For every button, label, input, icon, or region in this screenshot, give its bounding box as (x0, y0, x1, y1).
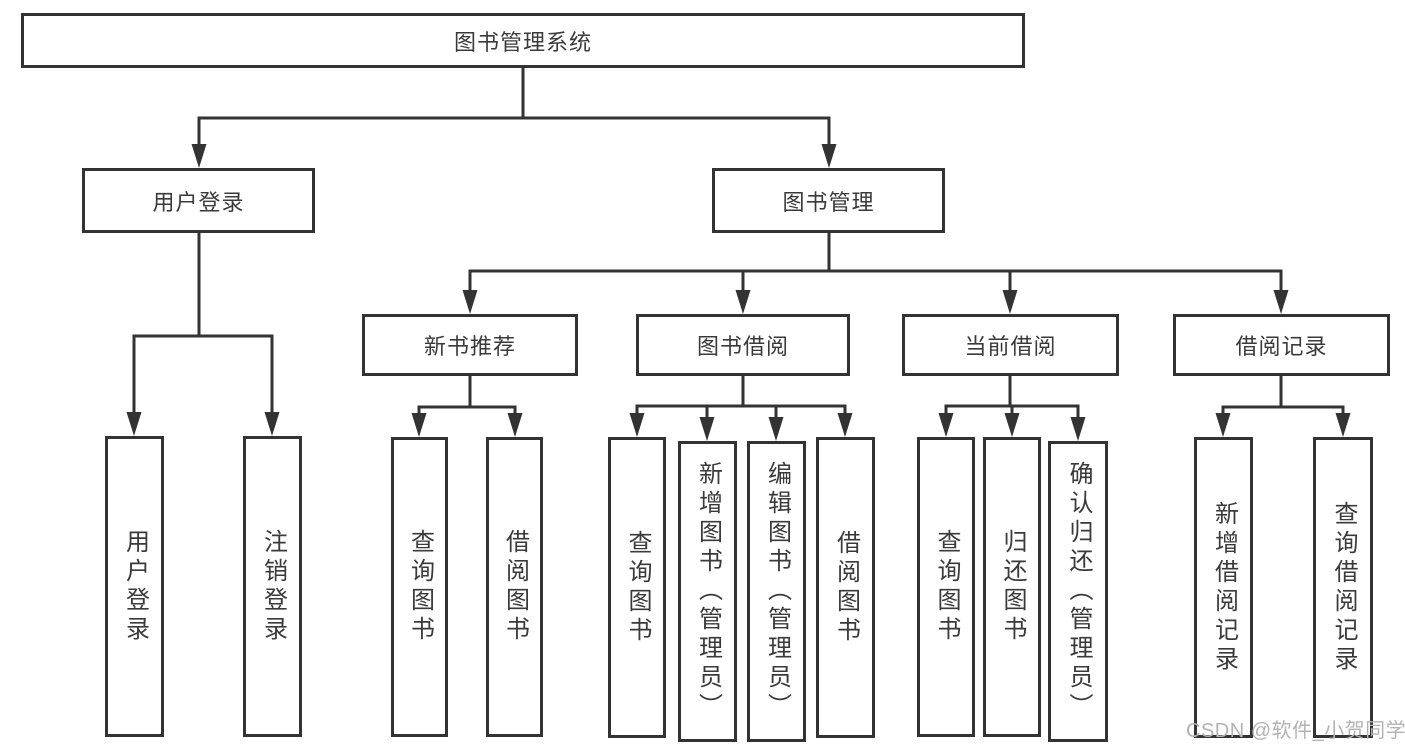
leaf-label: 编辑图书（管理员） (763, 461, 791, 722)
leaf-user-login: 用户登录 (105, 436, 164, 737)
leaf-edit-books-admin: 编辑图书（管理员） (747, 441, 806, 742)
leaf-label: 查询图书 (624, 529, 651, 646)
leaf-return-books: 归还图书 (983, 437, 1041, 737)
leaf-label: 查询图书 (933, 529, 960, 645)
leaf-borrow-books-borrowing: 借阅图书 (816, 437, 875, 738)
node-user-login: 用户登录 (82, 168, 315, 233)
csdn-watermark: CSDN @软件_小贺同学 (1186, 720, 1405, 742)
node-label: 图书管理系统 (453, 29, 592, 55)
node-new-book-recommend: 新书推荐 (362, 314, 578, 376)
node-label: 用户登录 (152, 189, 245, 215)
leaf-logout: 注销登录 (243, 436, 302, 737)
leaf-query-books-recommend: 查询图书 (391, 437, 448, 737)
leaf-label: 借阅图书 (501, 529, 529, 645)
leaf-label: 查询借阅记录 (1330, 500, 1357, 675)
node-label: 借阅记录 (1235, 334, 1328, 359)
leaf-query-borrow-record: 查询借阅记录 (1313, 437, 1373, 738)
node-library-management-system: 图书管理系统 (21, 13, 1025, 68)
leaf-confirm-return-admin: 确认归还（管理员） (1048, 441, 1108, 742)
node-label: 图书借阅 (696, 334, 789, 359)
node-label: 当前借阅 (964, 334, 1057, 359)
node-current-borrowing: 当前借阅 (902, 314, 1119, 376)
leaf-label: 确认归还（管理员） (1065, 461, 1092, 722)
leaf-add-borrow-record: 新增借阅记录 (1194, 437, 1253, 738)
node-label: 图书管理 (782, 189, 875, 215)
leaf-query-books-borrowing: 查询图书 (608, 437, 666, 738)
leaf-borrow-books-recommend: 借阅图书 (486, 437, 543, 737)
leaf-label: 用户登录 (121, 528, 149, 645)
leaf-label: 注销登录 (259, 528, 287, 645)
node-borrowing-records: 借阅记录 (1173, 314, 1390, 376)
leaf-label: 归还图书 (999, 529, 1026, 645)
leaf-label: 借阅图书 (832, 529, 860, 646)
node-book-management: 图书管理 (712, 168, 945, 233)
node-book-borrowing: 图书借阅 (636, 314, 850, 376)
node-label: 新书推荐 (423, 334, 516, 359)
leaf-label: 查询图书 (406, 529, 434, 645)
leaf-query-books-current: 查询图书 (917, 437, 975, 737)
leaf-label: 新增图书（管理员） (694, 461, 722, 722)
leaf-add-books-admin: 新增图书（管理员） (678, 441, 737, 742)
leaf-label: 新增借阅记录 (1210, 500, 1238, 675)
